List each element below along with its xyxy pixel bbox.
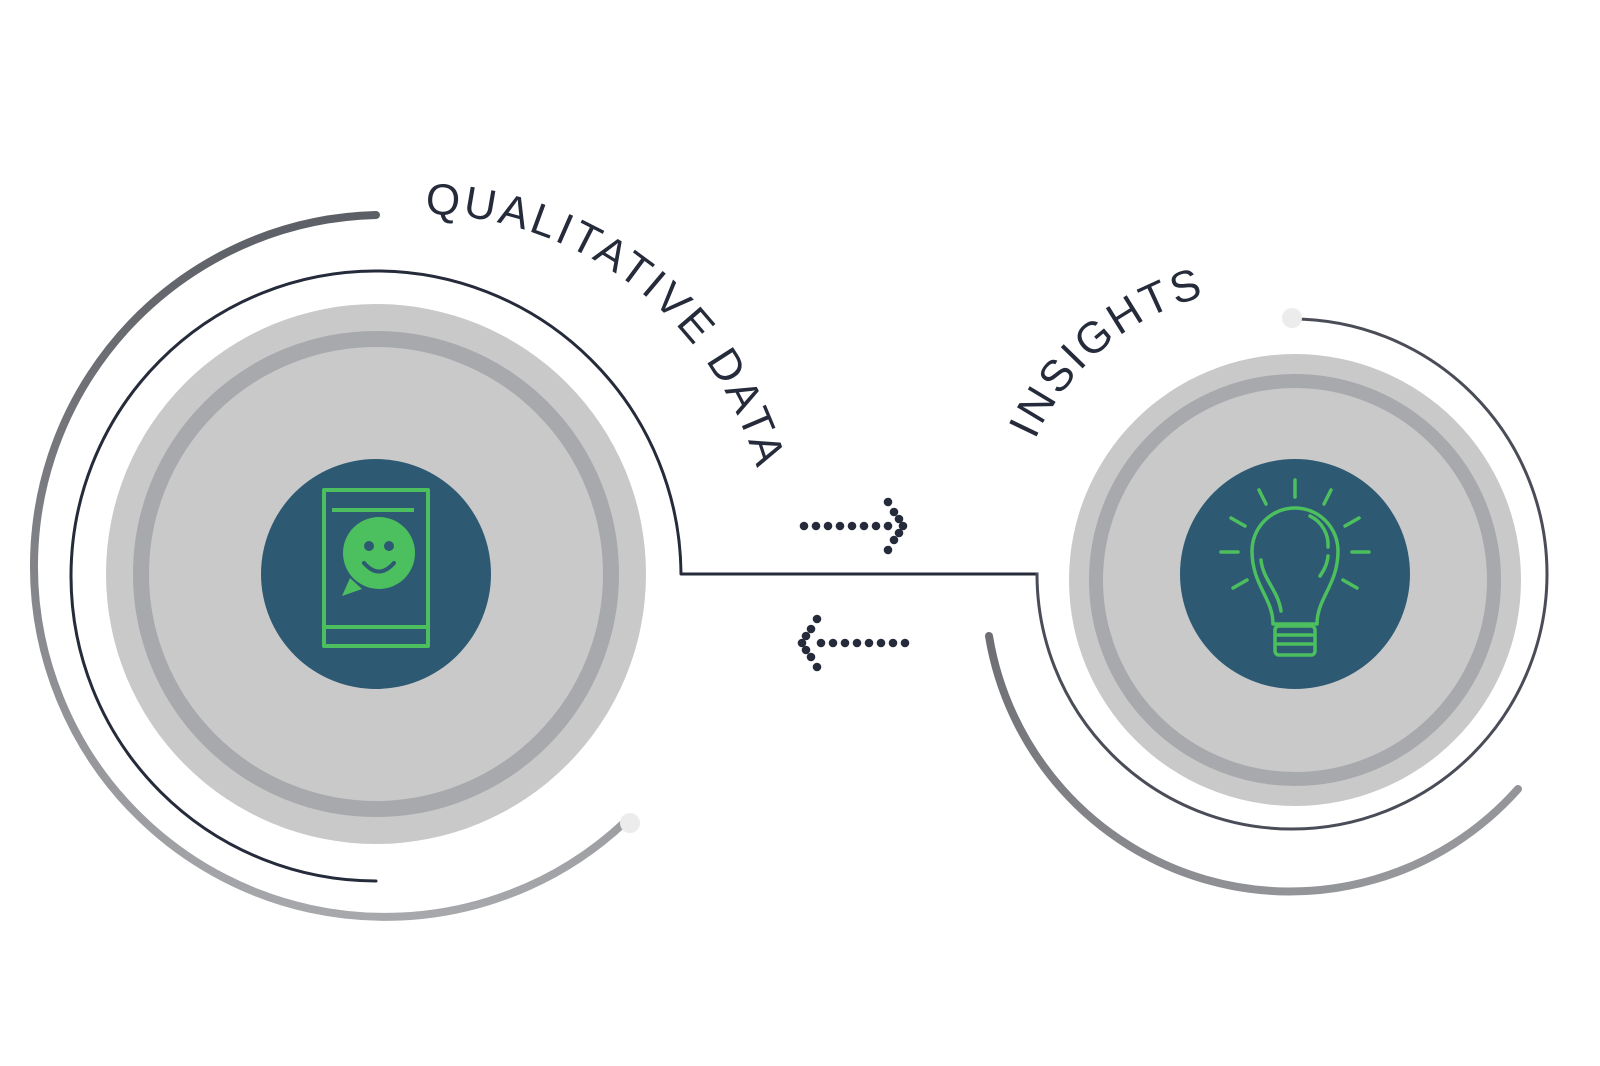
arrow-dot [840, 638, 850, 648]
arc-endpoint-dot [620, 813, 640, 833]
arrow-dot [812, 614, 822, 624]
arrow-dot [894, 528, 904, 538]
arrow-dot [806, 624, 816, 634]
arrow-dot [806, 652, 816, 662]
node-qualitative-data [30, 211, 683, 921]
inner-arc-right [1035, 317, 1549, 831]
arrow-dot [811, 521, 821, 531]
arrow-dot [852, 638, 862, 648]
arrow-right-dotted [799, 497, 908, 555]
halo-ring [1089, 374, 1501, 786]
arrow-dot [812, 662, 822, 672]
outer-arc-left [30, 211, 629, 921]
arrow-left-dotted [797, 614, 910, 672]
arrow-dot [816, 638, 826, 648]
arrow-dot [871, 521, 881, 531]
mobile-chat-smiley-icon [322, 488, 430, 648]
arrow-dot [889, 507, 899, 517]
node-insights [985, 308, 1549, 896]
arrow-dot [859, 521, 869, 531]
arrow-dot [889, 535, 899, 545]
arrow-dot [801, 631, 811, 641]
arrow-dot [883, 545, 893, 555]
arrow-dot [864, 638, 874, 648]
arrow-dot [797, 638, 807, 648]
arrow-dot [876, 638, 886, 648]
arrow-dot [828, 638, 838, 648]
arc-endpoint-dot [1282, 308, 1302, 328]
arrow-dot [883, 497, 893, 507]
connector-line [681, 572, 1039, 576]
lightbulb-icon [1219, 478, 1371, 657]
arrow-dot [888, 638, 898, 648]
arrow-dot [847, 521, 857, 531]
outer-arc-right [985, 632, 1522, 896]
arrow-dot [799, 521, 809, 531]
inner-arc-left [69, 269, 683, 883]
arrow-dot [900, 638, 910, 648]
arrow-dot [883, 521, 893, 531]
arrow-dot [823, 521, 833, 531]
arrow-dot [894, 514, 904, 524]
arrow-dot [835, 521, 845, 531]
arrow-dot [801, 645, 811, 655]
arrow-dot [898, 521, 908, 531]
halo-ring [133, 331, 619, 817]
node-circle [1180, 459, 1410, 689]
